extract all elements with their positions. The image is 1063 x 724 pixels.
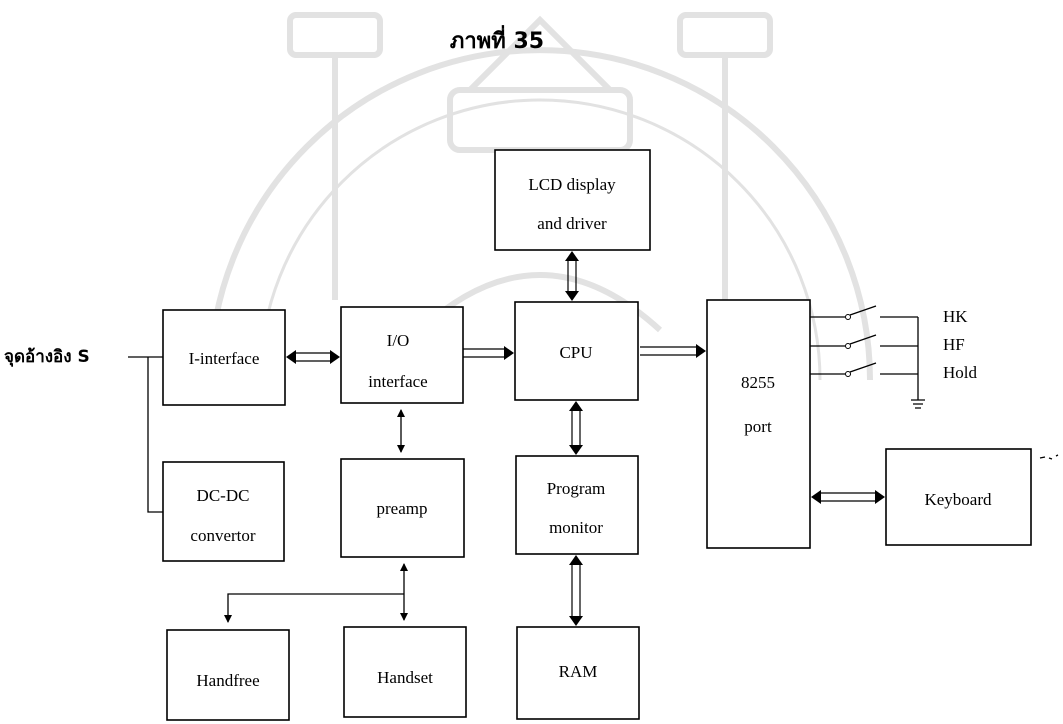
keyboard-block: Keyboard [885, 448, 1032, 546]
preamp-block: preamp [340, 458, 465, 558]
bus-program-to-ram [569, 555, 583, 626]
dcdc-wire [147, 357, 163, 513]
i-interface-label: I-interface [189, 349, 260, 368]
io-interface-label-line2: interface [368, 372, 427, 391]
program-monitor-block: Program monitor [515, 455, 639, 555]
port-8255-block: 8255 port [706, 299, 811, 549]
lcd-label-line2: and driver [537, 214, 607, 233]
dcdc-label-line2: convertor [190, 526, 255, 545]
figure-title: ภาพที่ 35 [450, 24, 544, 54]
ram-block: RAM [516, 626, 640, 720]
cpu-label: CPU [559, 343, 592, 362]
switch-label-hf: HF [943, 335, 965, 354]
switch-label-hold: Hold [943, 363, 978, 382]
bus-lcd-to-cpu [565, 251, 579, 301]
bus-port-to-keyboard [811, 490, 885, 504]
switch-group [810, 305, 925, 409]
cpu-block: CPU [514, 301, 639, 401]
bus-cpu-to-program [569, 401, 583, 455]
dcdc-block: DC-DC convertor [162, 461, 285, 562]
bus-cpu-to-port [640, 344, 706, 358]
i-interface-block: I-interface [162, 309, 286, 406]
port-label-line2: port [744, 417, 772, 436]
input-label: จุดอ้างอิง S [4, 347, 90, 367]
handset-block: Handset [343, 626, 467, 718]
io-interface-block: I/O interface [340, 306, 464, 404]
stray-marks [1039, 454, 1059, 460]
handfree-label: Handfree [196, 671, 259, 690]
port-label-line1: 8255 [741, 373, 775, 392]
handset-label: Handset [377, 668, 433, 687]
dcdc-label-line1: DC-DC [197, 486, 250, 505]
handfree-block: Handfree [166, 629, 290, 721]
preamp-label: preamp [377, 499, 428, 518]
lcd-label-line1: LCD display [528, 175, 616, 194]
lcd-block: LCD display and driver [494, 149, 651, 251]
program-monitor-label-line2: monitor [549, 518, 603, 537]
ram-label: RAM [559, 662, 598, 681]
switch-label-hk: HK [943, 307, 968, 326]
arrow-to-handfree [224, 593, 404, 623]
bus-i-to-io [286, 350, 340, 364]
program-monitor-label-line1: Program [547, 479, 606, 498]
keyboard-label: Keyboard [924, 490, 992, 509]
io-interface-label-line1: I/O [387, 331, 410, 350]
bus-io-to-cpu [463, 346, 514, 360]
